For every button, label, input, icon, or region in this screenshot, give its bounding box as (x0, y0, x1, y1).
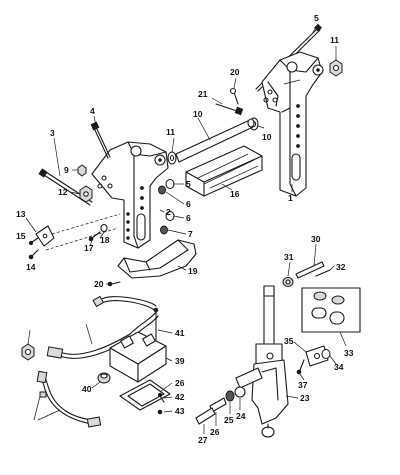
part-11-nut (329, 59, 343, 77)
part-27-pin (195, 407, 216, 425)
part-1-right-clamp-bracket (261, 51, 324, 197)
callout-30: 32 (336, 262, 346, 272)
callout-labels: 5 11 20 21 10 10 11 16 1 3 4 9 12 5 6 2 … (16, 13, 354, 445)
callout-29: 31 (284, 252, 294, 262)
callout-37: 40 (82, 384, 92, 394)
callout-16: 17 (84, 243, 94, 253)
callout-26: 26 (175, 378, 185, 388)
part-43-fitting (21, 343, 35, 361)
part-38-screw (153, 307, 159, 341)
callout-9: 10 (193, 109, 203, 119)
callout-35: 39 (175, 356, 185, 366)
callout-25: 25 (224, 415, 234, 425)
callout-28: 30 (311, 234, 321, 244)
callout-33: 35 (284, 336, 294, 346)
callout-23: 23 (300, 393, 310, 403)
part-35-pump (109, 331, 167, 383)
callout-11: 11 (330, 35, 339, 45)
part-23-tilt-cylinder (235, 285, 289, 438)
part-17-washer (100, 223, 108, 233)
callout-2: 2 (166, 207, 171, 217)
callout-32: 34 (334, 362, 344, 372)
part-26-gasket (119, 379, 171, 411)
part-8-nut (77, 164, 87, 177)
part-34-screw (296, 359, 305, 375)
callout-12: 13 (16, 209, 26, 219)
callout-13: 14 (26, 262, 36, 272)
part-11-nut-left (79, 185, 93, 203)
callout-7: 5 (314, 13, 319, 23)
part-14-screw (28, 237, 39, 246)
leader-lines (25, 23, 347, 434)
callout-39: 42 (175, 392, 185, 402)
part-28-pin (295, 261, 325, 279)
part-37-cap (97, 372, 111, 384)
callout-6: 6 (186, 199, 191, 209)
callout-17: 18 (100, 235, 110, 245)
part-12-plate (35, 225, 55, 247)
part-29-bushing (282, 277, 294, 287)
callout-8: 9 (64, 165, 69, 175)
part-39-screw (157, 392, 165, 403)
part-40-screw (157, 409, 163, 415)
callout-15: 16 (230, 189, 240, 199)
callout-18: 19 (188, 266, 198, 276)
callout-11: 12 (58, 187, 68, 197)
callout-10: 10 (262, 132, 272, 142)
part-6-washer-upper (158, 185, 166, 195)
part-30-pin (315, 269, 331, 277)
part-4-bolt (90, 121, 111, 159)
part-31-bushing-kit (301, 287, 361, 333)
part-25-washer (225, 390, 235, 402)
part-2-left-clamp-bracket (91, 141, 169, 249)
callout-40: 43 (175, 406, 185, 416)
callout-6: 7 (188, 229, 193, 239)
callout-31: 33 (344, 348, 354, 358)
callout-24: 24 (236, 411, 246, 421)
callout-34: 37 (298, 380, 308, 390)
part-41-hose (46, 295, 159, 359)
part-24-spacer (234, 386, 246, 398)
part-10-washer-left (167, 151, 177, 165)
callout-20: 20 (230, 67, 240, 77)
callout-26: 26 (210, 427, 220, 437)
callout-21: 21 (198, 89, 208, 99)
part-9-tilt-tube (175, 118, 255, 163)
part-20-screw (229, 87, 239, 105)
callout-14: 15 (16, 231, 26, 241)
part-19-screw (107, 281, 121, 287)
callout-3: 3 (50, 128, 55, 138)
part-15-pad (185, 145, 263, 197)
callout-19: 20 (94, 279, 104, 289)
callout-5: 6 (186, 213, 191, 223)
callout-4: 4 (90, 106, 95, 116)
part-18-support-bracket (117, 239, 197, 279)
callout-1: 1 (288, 193, 293, 203)
callout-5: 5 (186, 179, 191, 189)
part-32-washer (321, 348, 331, 360)
part-6-washer-lower (160, 225, 168, 235)
callout-38: 41 (175, 328, 185, 338)
part-13-screw (28, 249, 39, 260)
part-5-bushing-upper (165, 178, 175, 190)
callout-10: 11 (166, 127, 175, 137)
callout-27: 27 (198, 435, 208, 445)
part-21-bolt (215, 103, 244, 116)
part-42-hose (36, 370, 102, 428)
